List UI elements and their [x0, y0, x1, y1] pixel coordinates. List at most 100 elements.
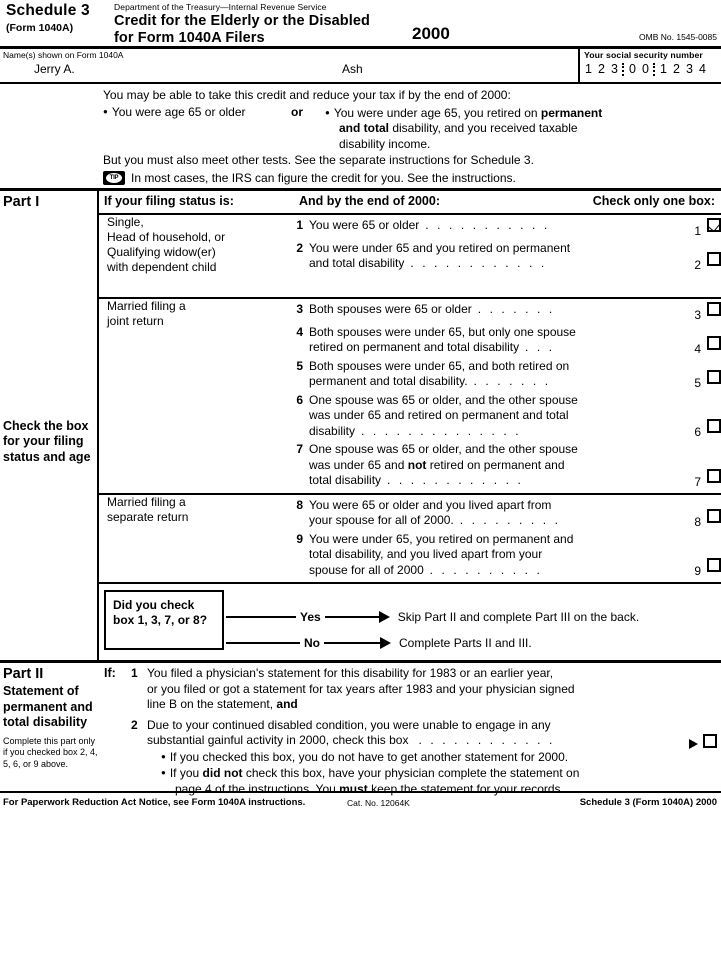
question-text: Both spouses were 65 or older . . . . . … [309, 302, 687, 318]
filing-status-checkbox-5[interactable] [707, 369, 721, 384]
group-divider [97, 492, 721, 495]
filing-status-line: joint return [107, 313, 164, 328]
question-rows: 3 Both spouses were 65 or older . . . . .… [292, 299, 721, 489]
filing-status-line: Head of household, or [107, 229, 226, 244]
intro-bullet-right-text: You were under age 65, you retired on [333, 105, 541, 120]
question-text: You were under 65, you retired on perman… [309, 532, 687, 579]
part2-item1-bold-and: and [276, 697, 298, 711]
part2-bullet1-text: If you checked this box, you do not have… [169, 749, 569, 764]
question-text-line: and total disability . . . . . . . . . .… [309, 256, 547, 270]
name-band-divider [0, 82, 721, 84]
question-text: One spouse was 65 or older, and the othe… [309, 442, 687, 489]
question-text-line: was under 65 and not retired on permanen… [309, 457, 565, 472]
ssn-digit: 2 [673, 62, 680, 76]
decision-no-label: No [304, 636, 320, 650]
catalog-number: Cat. No. 12064K [347, 798, 410, 808]
filing-status-line: Married filing a [107, 494, 186, 509]
checkbox-number: 4 [694, 341, 701, 356]
filing-status-checkbox-1[interactable] [707, 217, 721, 232]
question-row: 8 You were 65 or older and you lived apar… [292, 495, 721, 529]
part1-col-check-header: Check only one box: [592, 193, 715, 208]
question-text-line: your spouse for all of 2000. . . . . . .… [309, 513, 561, 527]
intro-bold-andtotal: and total [339, 121, 389, 135]
intro-bullet-left: You were age 65 or older [103, 105, 281, 153]
filing-status-cell [0, 495, 97, 579]
footer-schedule-id: Schedule 3 (Form 1040A) 2000 [579, 797, 717, 808]
footer-divider [0, 791, 721, 793]
tax-year: 2000 [412, 24, 450, 43]
intro-bullet-left-text: You were age 65 or older [111, 104, 246, 119]
taxpayer-first-name[interactable]: Jerry A. [34, 62, 75, 76]
part2-side-column: Part II Statement of permanent and total… [3, 666, 99, 770]
filing-status-checkbox-7[interactable] [707, 468, 721, 483]
checkbox-number: 3 [694, 307, 701, 322]
leader-dots: . . . [519, 340, 555, 354]
checkbox-number: 1 [694, 223, 701, 238]
question-number: 7 [296, 442, 303, 456]
decision-no-branch: No Complete Parts II and III. [226, 636, 532, 650]
part2-item2-checkbox[interactable] [703, 733, 717, 748]
leader-dots: . . . . . . . . . . . [419, 217, 550, 232]
part2-item-2: 2 Due to your continued disabled conditi… [131, 718, 717, 798]
question-row: 4 Both spouses were under 65, but only on… [292, 322, 721, 356]
filing-status-cell [0, 299, 97, 489]
part1-column-divider [97, 190, 99, 660]
checkbox-number: 7 [694, 474, 701, 489]
question-text-line: Both spouses were under 65, but only one… [309, 324, 576, 339]
question-number: 1 [296, 217, 303, 232]
filing-status-checkbox-4[interactable] [707, 335, 721, 350]
ssn-input[interactable]: 1 2 3 0 0 1 2 3 4 [582, 62, 709, 76]
decision-yes-branch: Yes Skip Part II and complete Part III o… [226, 610, 639, 624]
tip-line: TIP In most cases, the IRS can figure th… [103, 170, 719, 185]
question-text-line: You were 65 or older . . . . . . . . . .… [309, 217, 550, 232]
question-text-line: You were under 65, you retired on perman… [309, 531, 574, 546]
part2-body: 1 You filed a physician's statement for … [131, 666, 721, 797]
question-text: You were under 65 and you retired on per… [309, 241, 687, 272]
ssn-label: Your social security number [584, 50, 703, 60]
name-band: Name(s) shown on Form 1040A Jerry A. Ash… [0, 49, 721, 82]
intro-bullets: You were age 65 or older or You were und… [103, 105, 719, 153]
question-row: 7 One spouse was 65 or older, and the oth… [292, 439, 721, 489]
form-title-line2: for Form 1040A Filers [114, 29, 265, 46]
filing-status-line: Married filing a [107, 298, 186, 313]
part2-item2-text: Due to your continued disabled condition… [147, 718, 717, 798]
filing-status-line: separate return [107, 509, 189, 524]
question-number: 3 [296, 301, 303, 316]
decision-yes-dest: Skip Part II and complete Part III on th… [397, 610, 640, 624]
question-number: 5 [296, 358, 303, 373]
filing-status-line: Qualifying widow(er) [107, 244, 216, 259]
filing-status-checkbox-6[interactable] [707, 419, 721, 433]
question-number: 8 [296, 497, 303, 512]
leader-dots: . . . . . . . . . [453, 513, 561, 527]
question-number: 4 [296, 324, 303, 339]
ssn-digit: 0 [629, 62, 636, 76]
checkbox-cell [707, 508, 721, 529]
part2-side-title: Statement of permanent and total disabil… [3, 684, 93, 729]
ssn-divider [578, 49, 580, 82]
filing-status-checkbox-3[interactable] [707, 301, 721, 316]
checkbox-number: 6 [694, 425, 701, 439]
part2-item-1: 1 You filed a physician's statement for … [131, 666, 717, 713]
taxpayer-last-name[interactable]: Ash [342, 62, 363, 76]
arrow-right-icon [689, 738, 698, 749]
part2-bullet2-line2-bold: must [339, 781, 368, 796]
intro-bullet-right-text3: disability income. [339, 136, 431, 151]
filing-status-checkbox-2[interactable] [707, 251, 721, 266]
question-text: You were 65 or older and you lived apart… [309, 498, 687, 529]
ssn-digit: 1 [660, 62, 667, 76]
filing-status-checkbox-8[interactable] [707, 508, 721, 523]
tip-text: In most cases, the IRS can figure the cr… [131, 170, 516, 185]
question-text-line: You were 65 or older and you lived apart… [309, 497, 552, 512]
department-line: Department of the Treasury—Internal Reve… [114, 2, 327, 12]
part2-item2-number: 2 [131, 717, 138, 732]
ssn-separator [622, 62, 625, 76]
question-text-line: permanent and total disability. . . . . … [309, 374, 551, 388]
filing-status-checkbox-9[interactable] [707, 558, 721, 572]
decision-yes-label: Yes [300, 610, 321, 624]
filing-status-line: with dependent child [107, 259, 217, 274]
